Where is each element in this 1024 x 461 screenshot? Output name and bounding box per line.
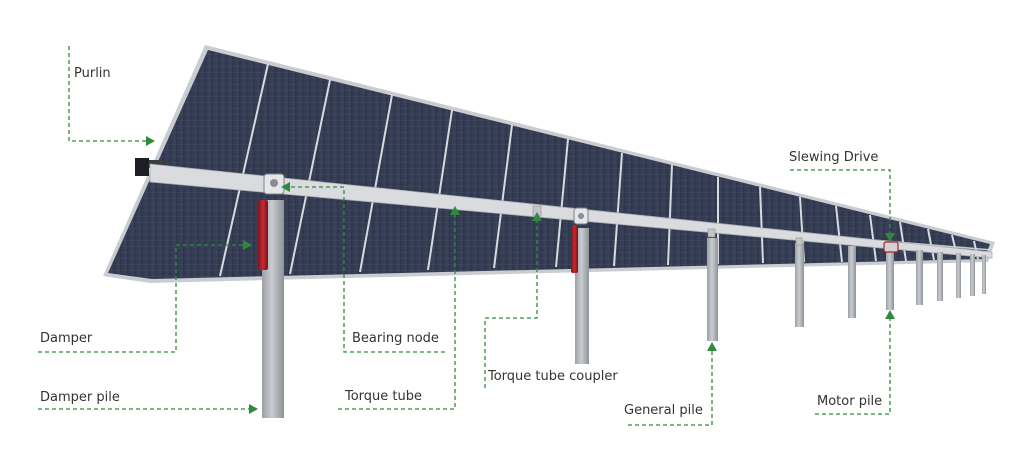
slewing-drive-unit bbox=[883, 241, 899, 253]
damper-leader bbox=[38, 244, 245, 353]
general-pile bbox=[937, 252, 943, 301]
leader-arrowheads bbox=[146, 136, 895, 414]
slewing-drive-label: Slewing Drive bbox=[789, 150, 879, 165]
general-pile-label: General pile bbox=[624, 403, 703, 418]
general-pile bbox=[970, 254, 975, 296]
torque-tube-coupler-leader bbox=[484, 220, 538, 388]
general-pile bbox=[575, 228, 589, 364]
torque-tube-label: Torque tube bbox=[345, 389, 423, 404]
motor-pile-leader bbox=[815, 318, 891, 415]
purlin-leader bbox=[68, 46, 148, 142]
leader-lines bbox=[38, 46, 891, 426]
arrow-icon bbox=[532, 212, 542, 221]
slewing-drive-leader bbox=[790, 169, 891, 234]
arrow-icon bbox=[707, 342, 717, 351]
damper bbox=[571, 225, 578, 273]
purlin-bracket bbox=[135, 158, 167, 176]
torque-tube bbox=[149, 163, 993, 259]
general-pile bbox=[916, 250, 923, 305]
general-pile bbox=[848, 246, 856, 318]
torque-tube-leader bbox=[338, 214, 456, 410]
solar-panel-array bbox=[103, 45, 995, 283]
arrow-icon bbox=[146, 136, 155, 146]
arrow-icon bbox=[885, 310, 895, 319]
arrow-icon bbox=[450, 206, 460, 215]
general-pile bbox=[707, 238, 718, 341]
dampers bbox=[258, 200, 578, 273]
damper-label: Damper bbox=[40, 331, 93, 346]
bearing-node-leader bbox=[288, 186, 445, 353]
general-pile bbox=[795, 243, 804, 327]
bearing-node-label: Bearing node bbox=[352, 331, 439, 346]
torque-tube-coupler-label: Torque tube coupler bbox=[488, 369, 618, 384]
damper bbox=[258, 200, 268, 270]
arrow-icon bbox=[243, 240, 252, 250]
arrow-icon bbox=[281, 182, 290, 192]
purlin-label: Purlin bbox=[74, 66, 111, 81]
general-pile bbox=[956, 253, 961, 298]
arrow-icon bbox=[249, 404, 258, 414]
bearing-nodes bbox=[263, 173, 589, 225]
general-pile-leader bbox=[628, 350, 713, 426]
arrow-icon bbox=[885, 233, 895, 242]
motor-pile-label: Motor pile bbox=[817, 394, 883, 409]
motor-pile bbox=[886, 248, 894, 310]
damper-pile-label: Damper pile bbox=[40, 390, 120, 405]
general-pile bbox=[982, 255, 986, 294]
panel-surface bbox=[108, 50, 990, 279]
